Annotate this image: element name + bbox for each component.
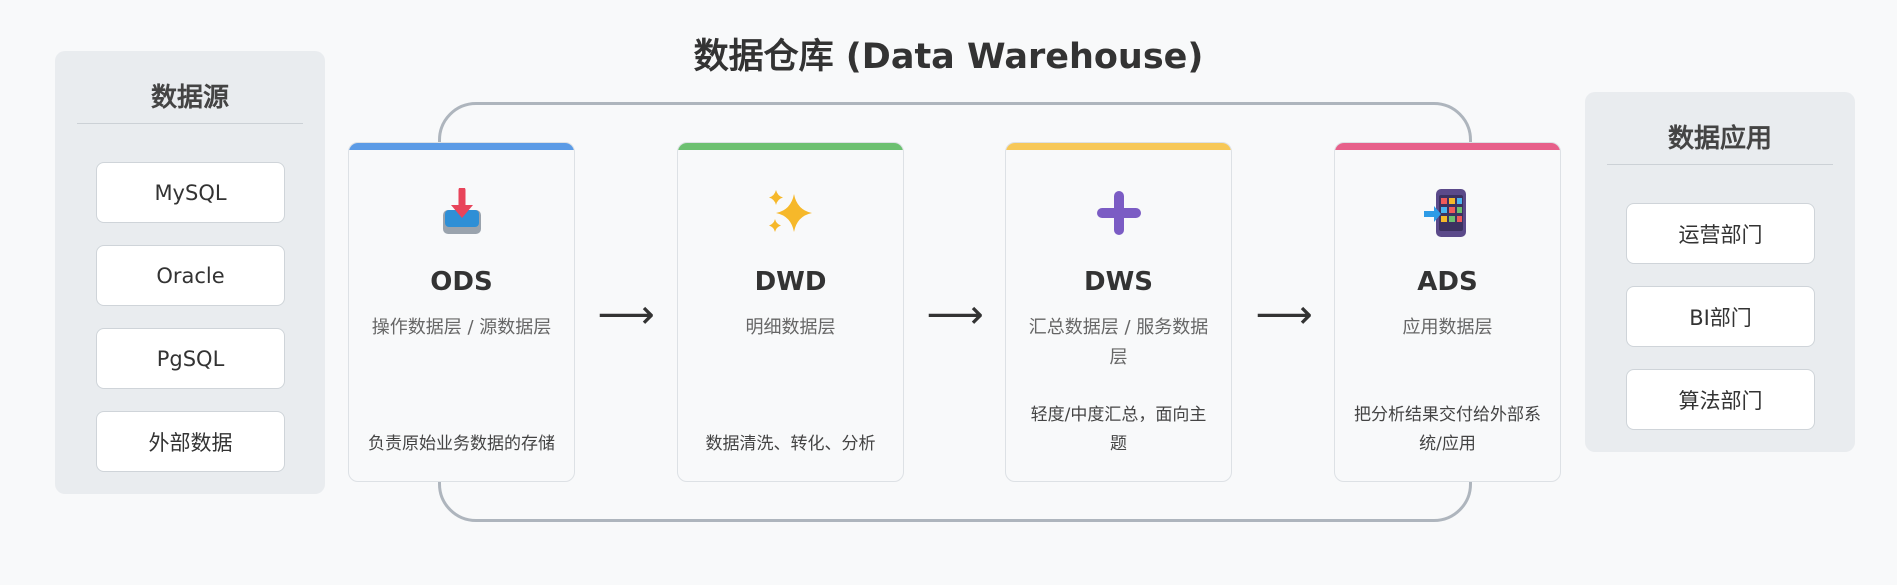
- arrow-icon: ⟶: [597, 292, 655, 338]
- data-sources-title: 数据源: [150, 83, 229, 113]
- layer-code: ODS: [430, 267, 493, 297]
- layer-card-ads[interactable]: ADS 应用数据层 把分析结果交付给外部系统/应用: [1334, 142, 1561, 482]
- app-item-algorithm[interactable]: 算法部门: [1626, 369, 1815, 430]
- layer-code: ADS: [1417, 267, 1478, 297]
- arrow-icon: ⟶: [1255, 292, 1313, 338]
- source-item-oracle[interactable]: Oracle: [96, 245, 285, 306]
- source-item-pgsql[interactable]: PgSQL: [96, 328, 285, 389]
- data-applications-title: 数据应用: [1667, 124, 1772, 154]
- plus-icon: [1006, 185, 1231, 241]
- sparkles-icon: [678, 185, 903, 241]
- layer-card-ods[interactable]: ODS 操作数据层 / 源数据层 负责原始业务数据的存储: [348, 142, 575, 482]
- layer-description: 轻度/中度汇总，面向主题: [1030, 405, 1207, 454]
- layer-card-dwd[interactable]: DWD 明细数据层 数据清洗、转化、分析: [677, 142, 904, 482]
- inbox-tray-icon: [349, 185, 574, 241]
- layer-color-bar: [1335, 143, 1560, 150]
- layer-code: DWD: [754, 267, 827, 297]
- divider: [77, 123, 303, 124]
- layer-description: 把分析结果交付给外部系统/应用: [1354, 405, 1541, 454]
- layer-subtitle: 汇总数据层 / 服务数据层: [1028, 317, 1209, 368]
- source-item-mysql[interactable]: MySQL: [96, 162, 285, 223]
- page-title: 数据仓库 (Data Warehouse): [693, 37, 1204, 77]
- layer-card-dws[interactable]: DWS 汇总数据层 / 服务数据层 轻度/中度汇总，面向主题: [1005, 142, 1232, 482]
- layer-code: DWS: [1084, 267, 1153, 297]
- source-item-external[interactable]: 外部数据: [96, 411, 285, 472]
- layer-color-bar: [1006, 143, 1231, 150]
- layer-subtitle: 明细数据层: [745, 317, 836, 338]
- data-applications-panel: 数据应用 运营部门 BI部门 算法部门: [1585, 92, 1855, 452]
- layer-subtitle: 操作数据层 / 源数据层: [371, 317, 552, 338]
- layer-subtitle: 应用数据层: [1402, 317, 1493, 338]
- app-item-operations[interactable]: 运营部门: [1626, 203, 1815, 264]
- layer-color-bar: [678, 143, 903, 150]
- app-item-bi[interactable]: BI部门: [1626, 286, 1815, 347]
- layer-description: 数据清洗、转化、分析: [705, 434, 876, 454]
- layer-color-bar: [349, 143, 574, 150]
- data-sources-panel: 数据源 MySQL Oracle PgSQL 外部数据: [55, 51, 325, 494]
- mobile-app-icon: [1335, 185, 1560, 241]
- layer-description: 负责原始业务数据的存储: [368, 434, 555, 454]
- divider: [1607, 164, 1833, 165]
- arrow-icon: ⟶: [926, 292, 984, 338]
